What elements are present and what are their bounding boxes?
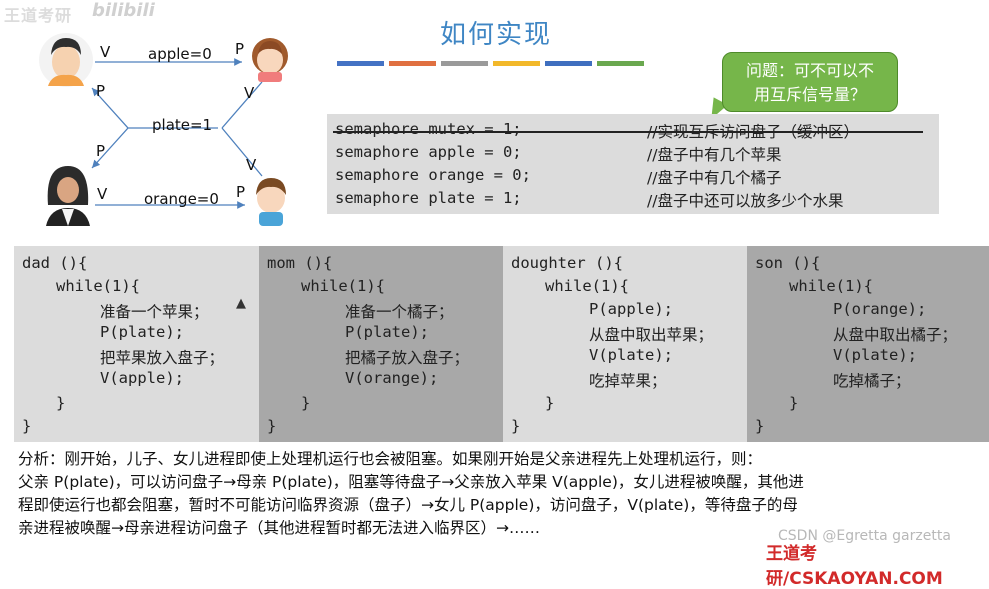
mouse-cursor-icon: ▲ — [236, 296, 246, 311]
loop-header: while(1){ — [545, 277, 629, 295]
code-line: V(apple); — [100, 369, 184, 387]
code-line: 准备一个苹果； — [100, 300, 209, 322]
code-line: P(plate); — [345, 323, 429, 341]
process-header: doughter (){ — [511, 254, 623, 272]
decl-code: semaphore plate = 1; — [335, 189, 522, 207]
code-line: 准备一个橘子； — [345, 300, 454, 322]
process-close: } — [22, 417, 31, 435]
code-line: V(orange); — [345, 369, 438, 387]
loop-close: } — [301, 394, 310, 412]
analysis-line: 程即使运行也都会阻塞，暂时不可能访问临界资源（盘子）→女儿 P(apple)，访… — [18, 494, 983, 517]
loop-header: while(1){ — [301, 277, 385, 295]
code-line: V(plate); — [589, 346, 673, 364]
mutex-strikethrough — [333, 131, 923, 133]
bubble-line-1: 问题：可不可以不 — [723, 59, 897, 83]
semaphore-declarations: semaphore mutex = 1; //实现互斥访问盘子（缓冲区） sem… — [327, 114, 939, 214]
daughter-p-label: P — [235, 40, 244, 58]
color-bar — [597, 61, 644, 66]
color-bar — [545, 61, 592, 66]
process-header: mom (){ — [267, 254, 332, 272]
process-close: } — [511, 417, 520, 435]
daughter-avatar — [252, 38, 288, 82]
mom-avatar — [46, 166, 90, 226]
son-v-label: V — [246, 156, 256, 174]
code-line: 吃掉苹果； — [589, 369, 667, 391]
loop-close: } — [789, 394, 798, 412]
dad-v-label: V — [100, 43, 110, 61]
daughter-to-plate-line — [222, 82, 262, 128]
color-bar — [493, 61, 540, 66]
page-title: 如何实现 — [440, 14, 552, 51]
daughter-v-label: V — [244, 84, 254, 102]
mom-process-block: mom (){ while(1){ 准备一个橘子； P(plate); 把橘子放… — [259, 246, 504, 442]
process-close: } — [267, 417, 276, 435]
code-line: 把苹果放入盘子； — [100, 346, 224, 368]
code-line: 吃掉橘子； — [833, 369, 911, 391]
decl-comment: //盘子中有几个橘子 — [647, 166, 781, 188]
son-process-block: son (){ while(1){ P(orange); 从盘中取出橘子； V(… — [747, 246, 989, 442]
site-watermark: 王道考研/CSKAOYAN.COM — [766, 539, 989, 589]
code-line: V(plate); — [833, 346, 917, 364]
mom-p-label: P — [96, 142, 105, 160]
decl-code: semaphore orange = 0; — [335, 166, 531, 184]
son-avatar — [256, 178, 286, 226]
decl-comment: //盘子中还可以放多少个水果 — [647, 189, 843, 211]
loop-close: } — [56, 394, 65, 412]
decl-code: semaphore mutex = 1; — [335, 120, 522, 138]
daughter-process-block: doughter (){ while(1){ P(apple); 从盘中取出苹果… — [503, 246, 748, 442]
process-close: } — [755, 417, 764, 435]
loop-header: while(1){ — [789, 277, 873, 295]
decl-code: semaphore apple = 0; — [335, 143, 522, 161]
code-line: P(plate); — [100, 323, 184, 341]
code-line: P(orange); — [833, 300, 926, 318]
plate-semaphore-label: plate=1 — [152, 116, 212, 134]
orange-semaphore-label: orange=0 — [144, 190, 219, 208]
analysis-paragraph: 分析：刚开始，儿子、女儿进程即使上处理机运行也会被阻塞。如果刚开始是父亲进程先上… — [18, 448, 983, 540]
dad-avatar — [39, 33, 93, 87]
code-line: P(apple); — [589, 300, 673, 318]
color-bar — [337, 61, 384, 66]
loop-header: while(1){ — [56, 277, 140, 295]
decl-comment: //盘子中有几个苹果 — [647, 143, 781, 165]
analysis-line: 分析：刚开始，儿子、女儿进程即使上处理机运行也会被阻塞。如果刚开始是父亲进程先上… — [18, 448, 983, 471]
process-header: dad (){ — [22, 254, 87, 272]
code-line: 把橘子放入盘子； — [345, 346, 469, 368]
dad-p-label: P — [96, 82, 105, 100]
analysis-line: 父亲 P(plate)，可以访问盘子→母亲 P(plate)，阻塞等待盘子→父亲… — [18, 471, 983, 494]
apple-semaphore-label: apple=0 — [148, 45, 212, 63]
color-bar — [441, 61, 488, 66]
loop-close: } — [545, 394, 554, 412]
bubble-line-2: 用互斥信号量？ — [723, 83, 897, 107]
code-line: 从盘中取出苹果； — [589, 323, 713, 345]
mom-v-label: V — [97, 185, 107, 203]
dad-process-block: dad (){ while(1){ 准备一个苹果； P(plate); 把苹果放… — [14, 246, 259, 442]
color-bar — [389, 61, 436, 66]
question-bubble: 问题：可不可以不 用互斥信号量？ — [722, 52, 898, 112]
code-line: 从盘中取出橘子； — [833, 323, 957, 345]
son-p-label: P — [236, 183, 245, 201]
process-header: son (){ — [755, 254, 820, 272]
